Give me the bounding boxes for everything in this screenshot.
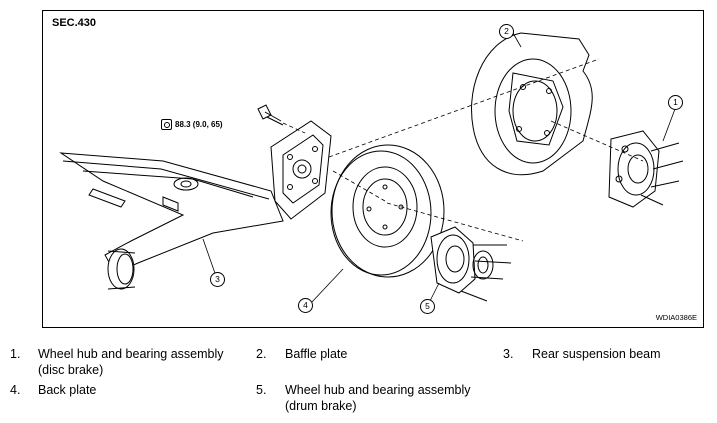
legend-number: 5. (256, 383, 267, 397)
axle-bracket (270, 120, 332, 220)
legend-label: Back plate (38, 383, 97, 397)
callout-4: 4 (298, 298, 313, 313)
diagram-drawing (59, 32, 684, 304)
legend-number: 4. (10, 383, 21, 397)
figure-code: WDIA0386E (655, 313, 697, 322)
leader-4 (310, 268, 344, 304)
hub-assembly-drum (430, 226, 512, 302)
mounting-bolt (257, 104, 284, 126)
exploded-diagram: SEC.430 88.3 (9.0, 65) 2 1 3 4 5 WDIA038… (42, 10, 704, 328)
legend-number: 2. (256, 347, 267, 361)
callout-1: 1 (668, 95, 683, 110)
callout-2: 2 (499, 24, 514, 39)
legend-label-cont: (drum brake) (285, 399, 357, 413)
torque-value: 88.3 (9.0, 65) (175, 120, 223, 129)
torque-wrench-icon (161, 119, 172, 130)
leader-2 (512, 32, 522, 48)
legend-number: 1. (10, 347, 21, 361)
legend-label: Rear suspension beam (532, 347, 661, 361)
callout-3: 3 (210, 272, 225, 287)
legend-label: Wheel hub and bearing assembly (38, 347, 224, 361)
legend-label: Wheel hub and bearing assembly (285, 383, 471, 397)
baffle-plate (471, 32, 593, 176)
hub-assembly-disc (608, 130, 684, 208)
callout-5: 5 (420, 299, 435, 314)
section-label: SEC.430 (52, 17, 97, 29)
legend-number: 3. (503, 347, 514, 361)
legend-label: Baffle plate (285, 347, 348, 361)
leader-1 (662, 108, 676, 142)
rear-suspension-beam (59, 152, 284, 290)
torque-spec: 88.3 (9.0, 65) (161, 119, 223, 130)
legend-label-cont: (disc brake) (38, 363, 104, 377)
back-plate (330, 144, 445, 278)
